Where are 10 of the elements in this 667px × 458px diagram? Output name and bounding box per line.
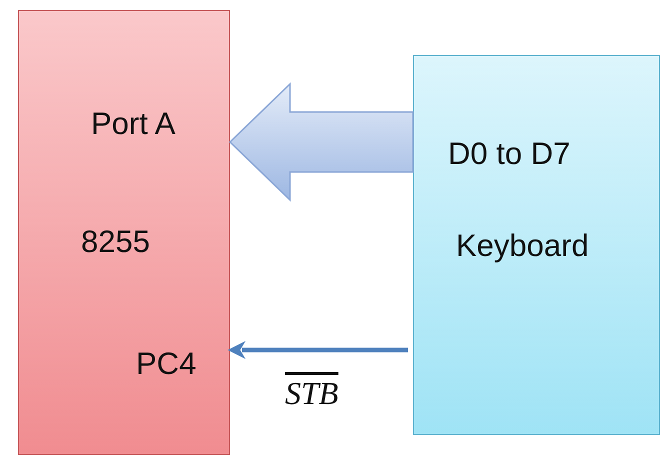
edge-label: STB <box>285 375 338 412</box>
block-box <box>18 10 230 455</box>
box-label: 8255 <box>81 224 150 260</box>
block-box <box>413 55 660 435</box>
arrow <box>228 341 408 359</box>
box-label: D0 to D7 <box>448 136 570 172</box>
box-label: Keyboard <box>456 228 589 264</box>
block-arrow <box>228 82 414 202</box>
box-label: PC4 <box>136 346 196 382</box>
box-label: Port A <box>91 106 176 142</box>
